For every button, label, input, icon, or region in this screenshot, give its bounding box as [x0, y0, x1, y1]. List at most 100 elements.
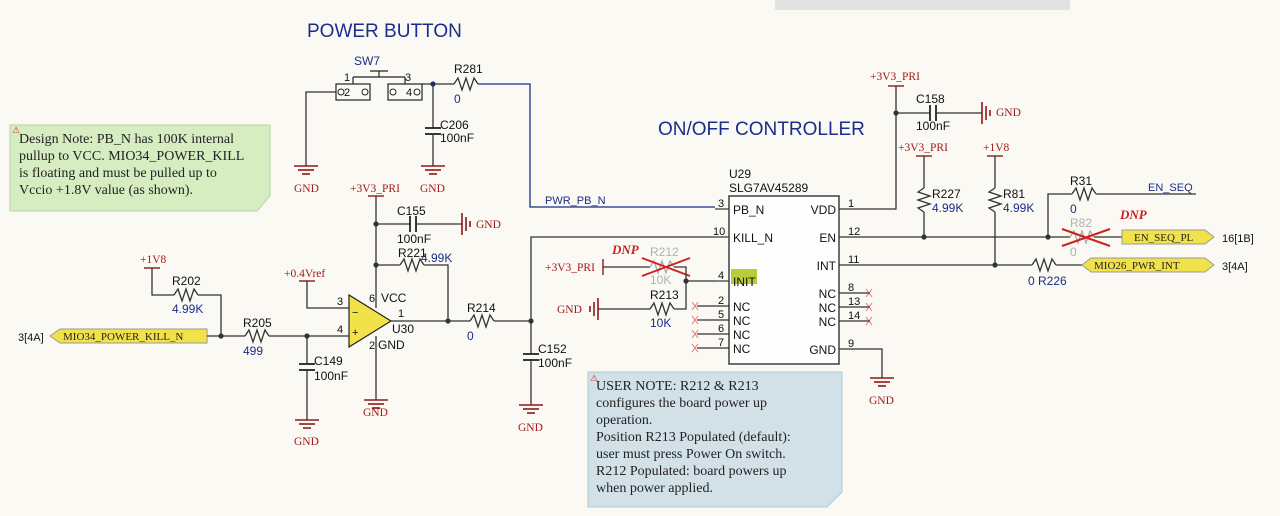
- r82-ref: R82: [1070, 216, 1092, 230]
- r221-ref: R221: [398, 246, 427, 260]
- r213-ref: R213: [650, 288, 679, 302]
- u29-pin-name: GND: [809, 343, 836, 357]
- mio34-ref: 3[4A]: [18, 332, 44, 344]
- r226-value: 0: [1028, 274, 1035, 288]
- r205-ref: R205: [243, 316, 272, 330]
- r214-resistor: R214 0: [467, 301, 496, 343]
- r31-ref: R31: [1070, 174, 1092, 188]
- u29-pin-number: 13: [848, 296, 860, 308]
- r212-value: 10K: [650, 273, 671, 287]
- u30-pin6: 6: [369, 293, 375, 305]
- r227-value: 4.99K: [932, 201, 963, 215]
- u29-pin-name: INT: [817, 259, 837, 273]
- gnd-label: GND: [996, 107, 1021, 119]
- gnd-label: GND: [294, 436, 319, 448]
- c149-capacitor: C149 100nF: [299, 354, 348, 383]
- c155-value: 100nF: [397, 232, 431, 246]
- gnd-icon: [869, 377, 895, 387]
- u29-pin-number: 7: [718, 337, 724, 349]
- u29-pin-number: 1: [848, 198, 854, 210]
- v1v8-label: +1V8: [140, 254, 167, 266]
- u29-pin-number: 9: [848, 338, 854, 350]
- u29-pin-name: INIT: [733, 275, 756, 289]
- onoff-controller-title: ON/OFF CONTROLLER: [658, 119, 865, 140]
- u29-ref: U29: [729, 167, 751, 181]
- r202-ref: R202: [172, 274, 201, 288]
- r213-resistor: R213 10K: [649, 288, 679, 330]
- c155-capacitor: C155 100nF: [397, 204, 431, 246]
- r214-value: 0: [467, 329, 474, 343]
- u29-pin-number: 4: [718, 270, 724, 282]
- sw7-pin2: 2: [344, 87, 350, 99]
- c206-ref: C206: [440, 118, 469, 132]
- c152-ref: C152: [538, 342, 567, 356]
- u29-pin-name: VDD: [811, 203, 837, 217]
- c158-ref: C158: [916, 92, 945, 106]
- u29-pin-number: 2: [718, 295, 724, 307]
- r221-resistor: R221 4.99K: [398, 246, 452, 274]
- init-pin-highlight: [731, 269, 757, 284]
- r31-value: 0: [1070, 202, 1077, 216]
- gnd-label: GND: [518, 422, 543, 434]
- r226-resistor: 0 R226: [1028, 256, 1067, 288]
- sw7-pin4: 4: [406, 87, 412, 99]
- v3v3-label: +3V3_PRI: [898, 142, 948, 154]
- gnd-label: GND: [294, 183, 319, 195]
- gnd-icon: [981, 101, 991, 125]
- u30-pin4: 4: [337, 324, 343, 336]
- u30-ref: U30: [392, 322, 414, 336]
- pwr-pb-n-wire: [478, 83, 715, 208]
- u29-pin-name: NC: [733, 300, 751, 314]
- v1v8-label: +1V8: [983, 142, 1010, 154]
- gnd-label: GND: [420, 183, 445, 195]
- pwr-pb-n-label: PWR_PB_N: [545, 195, 606, 207]
- u29-pin-number: 5: [718, 309, 724, 321]
- r81-ref: R81: [1003, 187, 1025, 201]
- r81-resistor: R81 4.99K: [986, 187, 1034, 215]
- gnd-label: GND: [869, 395, 894, 407]
- r281-ref: R281: [454, 62, 483, 76]
- warning-icon: ⚠: [12, 125, 20, 135]
- design-note-text: Design Note: PB_N has 100K internal pull…: [19, 132, 245, 198]
- c149-value: 100nF: [314, 369, 348, 383]
- u29-pin-number: 10: [713, 226, 725, 238]
- u29-pin-number: 14: [848, 310, 860, 322]
- user-note-text: USER NOTE: R212 & R213 configures the bo…: [596, 379, 791, 496]
- r214-ref: R214: [467, 301, 496, 315]
- u30-pin3: 3: [337, 296, 343, 308]
- u29-pin-name: KILL_N: [733, 231, 773, 245]
- r212-dnp: DNP: [611, 242, 640, 257]
- r212-ref: R212: [650, 245, 679, 259]
- c152-capacitor: C152 100nF: [523, 342, 572, 370]
- v3v3-label: +3V3_PRI: [545, 262, 595, 274]
- u29-pin-number: 8: [848, 282, 854, 294]
- u30-minus: −: [352, 307, 358, 319]
- mio26-label: MIO26_PWR_INT: [1094, 260, 1180, 272]
- u29-pin-name: NC: [733, 314, 751, 328]
- user-note-box: [587, 371, 843, 508]
- r281-value: 0: [454, 92, 461, 106]
- r81-value: 4.99K: [1003, 201, 1034, 215]
- u29-pin-name: NC: [819, 315, 837, 329]
- r82-resistor: R82 0 DNP: [1061, 207, 1148, 259]
- gnd-icon: [461, 212, 471, 236]
- warning-icon: ⚠: [590, 373, 598, 383]
- u30-plus: +: [352, 327, 358, 339]
- vdd-wire: [839, 86, 897, 210]
- c206-value: 100nF: [440, 131, 474, 145]
- r281-resistor: R281 0: [453, 62, 483, 106]
- r213-value: 10K: [650, 316, 671, 330]
- u29-pin-number: 6: [718, 323, 724, 335]
- u30-pin2: 2: [369, 340, 375, 352]
- en-seq-pl-net-flag: [1121, 229, 1215, 245]
- u29-pin-name: NC: [819, 301, 837, 315]
- mio26-net-flag: [1081, 257, 1215, 273]
- u29-pin-name: NC: [733, 342, 751, 356]
- u29-pin-number: 11: [848, 254, 859, 266]
- kill-n-wire: [530, 236, 715, 321]
- c155-ref: C155: [397, 204, 426, 218]
- v04-label: +0.4Vref: [284, 268, 325, 280]
- sw7-ref: SW7: [354, 54, 380, 68]
